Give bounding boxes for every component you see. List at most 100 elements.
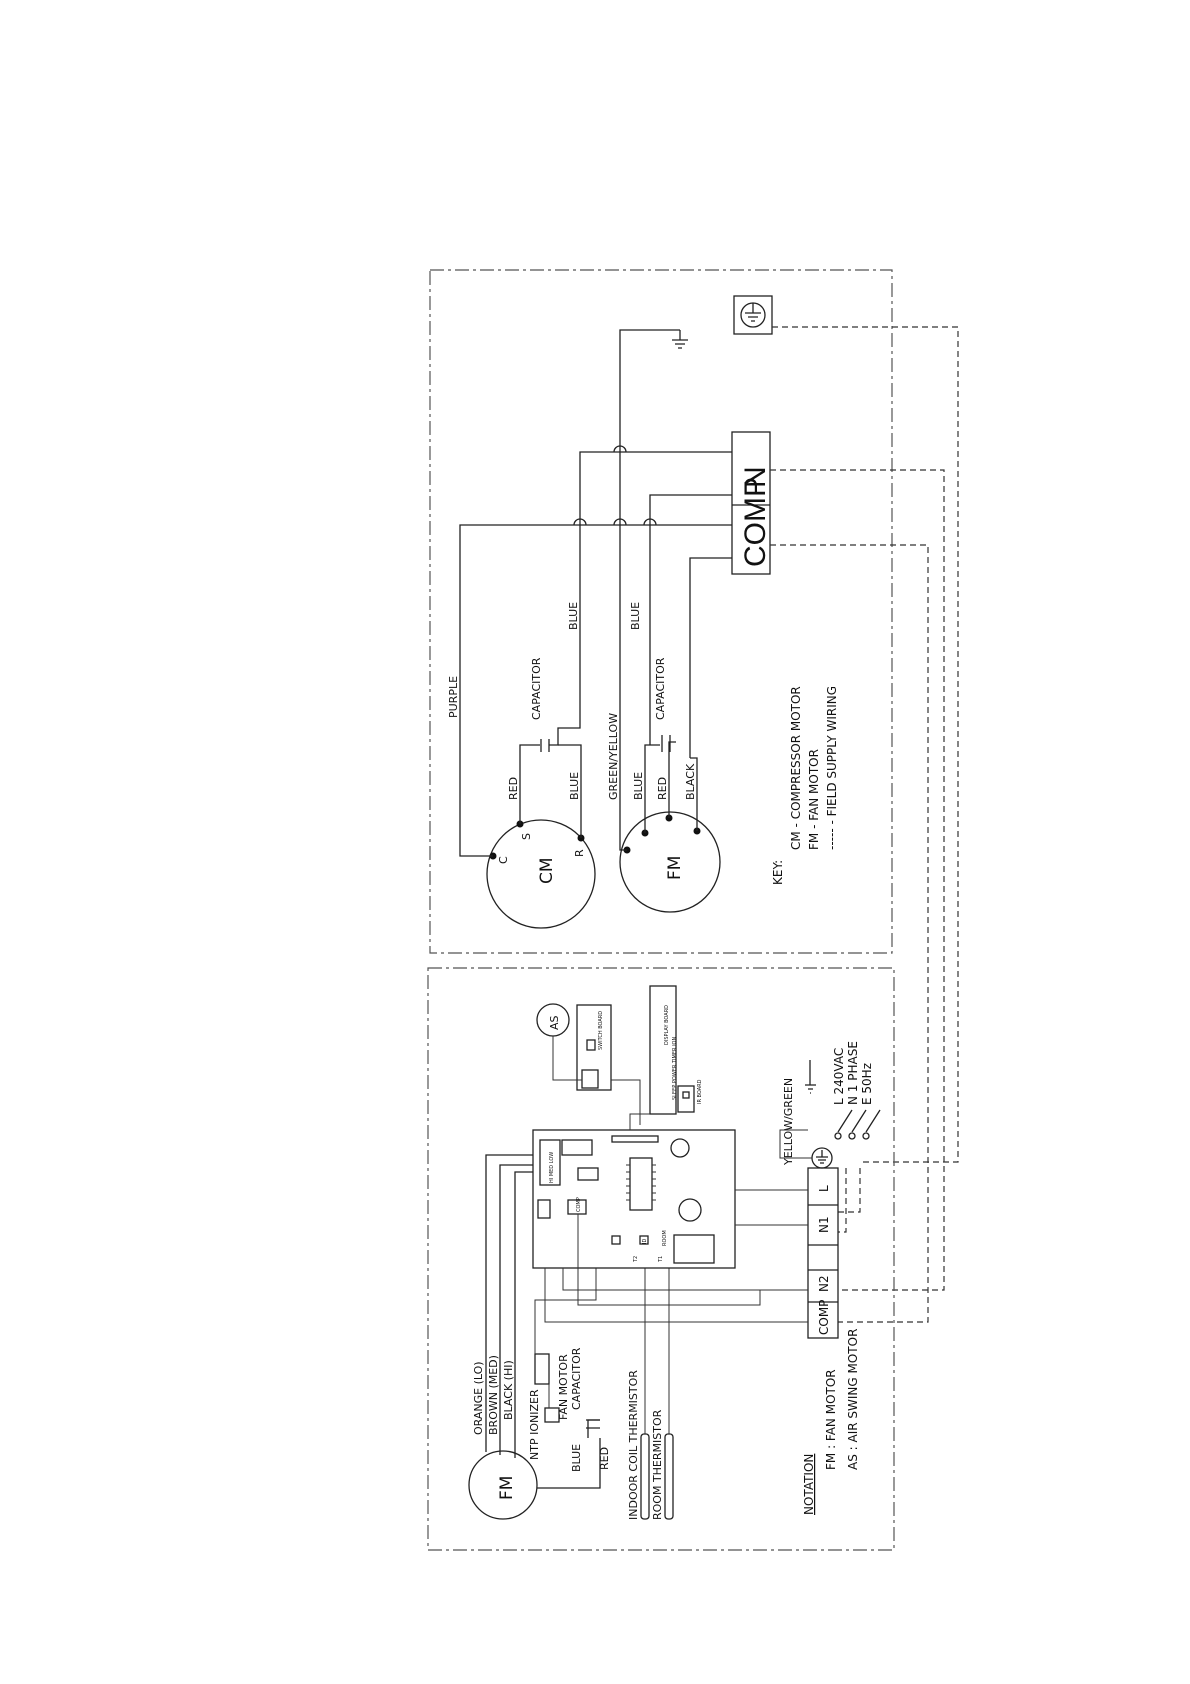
field-wire-l: [808, 1168, 861, 1213]
brown-med-label: BROWN (MED): [487, 1355, 500, 1435]
indoor-unit-boundary: [427, 967, 895, 1551]
fm-blue-wire: [644, 744, 660, 833]
fan-capacitor-blue: [587, 1419, 600, 1438]
outdoor-earth-terminal: [733, 295, 773, 335]
yellow-green-wire: [779, 1129, 812, 1159]
pcb-t2-label: T2: [633, 1256, 639, 1263]
display-board: [649, 985, 677, 1115]
indoor-blue-label: BLUE: [570, 1444, 583, 1472]
pcb-t1-label: T1: [658, 1256, 664, 1263]
outdoor-terminal-n-label: N: [739, 466, 772, 488]
air-swing-motor-label: AS: [548, 1015, 561, 1030]
wire-crossovers: [573, 445, 657, 526]
supply-ground-icon: [805, 1060, 816, 1094]
outdoor-unit: CM C S R FM PURPLE RED BLUE CAPACITOR BL…: [429, 269, 893, 954]
cm-blue-wire: [558, 744, 582, 838]
green-yellow-wire: [619, 329, 680, 851]
fan-speeds-label: HI MED LOW: [549, 1152, 555, 1183]
key-line-1: CM - COMPRESSOR MOTOR: [789, 686, 803, 850]
comp-relay-wire: [577, 1214, 761, 1306]
fm-capacitor: [661, 735, 671, 752]
fm-black-label: BLACK: [684, 763, 697, 800]
key-title: KEY:: [771, 860, 785, 885]
outdoor-terminal-block: [731, 431, 771, 575]
outdoor-terminal-comp-label: COMP: [739, 477, 772, 567]
ntp-ionizer-label: NTP IONIZER: [528, 1389, 541, 1460]
notation-title: NOTATION: [802, 1454, 816, 1515]
fan-motor-symbol: [619, 811, 721, 913]
fan-speed-connector: [539, 1139, 561, 1186]
purple-wire-label: PURPLE: [447, 676, 460, 718]
field-wire-earth: [772, 326, 959, 1163]
cm-capacitor-feed: [549, 451, 732, 746]
key-line-3: ----- - FIELD SUPPLY WIRING: [825, 686, 839, 850]
fm-blue-top-label: BLUE: [629, 602, 642, 630]
ir-board: [677, 1085, 695, 1113]
indoor-fan-motor-symbol: [468, 1450, 538, 1520]
fm-black-feed: [689, 557, 732, 758]
green-yellow-label: GREEN/YELLOW: [607, 713, 620, 800]
terminal-c-label: C: [497, 856, 510, 864]
cm-capacitor-label: CAPACITOR: [530, 657, 543, 720]
room-thermistor-label: ROOM THERMISTOR: [651, 1409, 664, 1520]
transformer: [673, 1234, 715, 1264]
compressor-motor-label: CM: [537, 857, 557, 884]
supply-line-3: E 50Hz: [860, 1063, 874, 1105]
pcb-room-label: ROOM: [662, 1230, 668, 1246]
fan-motor-label: FM: [665, 856, 685, 880]
fm-red-label: RED: [656, 777, 669, 800]
comp-relay: [567, 1199, 587, 1215]
indoor-fan-motor-label: FM: [497, 1476, 517, 1500]
indoor-terminal-l-label: L: [817, 1185, 831, 1192]
cm-red-wire: [519, 744, 540, 824]
orange-wire: [485, 1154, 540, 1452]
field-wire-n: [770, 469, 945, 1291]
black-hi-label: BLACK (HI): [502, 1360, 515, 1420]
fm-blue-feed: [649, 494, 732, 745]
ntp-ionizer-box: [534, 1353, 550, 1385]
comp-relay-label: COMP: [576, 1197, 582, 1212]
notation-line-1: FM : FAN MOTOR: [824, 1369, 838, 1470]
pcb-id-label: ID: [642, 1239, 648, 1244]
ntp-ionizer-part: [544, 1407, 560, 1423]
pcb-n2-wire: [562, 1268, 808, 1291]
orange-lo-label: ORANGE (LO): [472, 1361, 485, 1435]
fm-red-wire: [668, 741, 676, 818]
ir-board-label: IR BOARD: [697, 1079, 703, 1104]
cm-blue-top-label: BLUE: [567, 602, 580, 630]
supply-switch-contacts: [837, 1109, 881, 1133]
cm-capacitor: [540, 739, 550, 752]
supply-line-1: L 240VAC: [832, 1048, 846, 1105]
indoor-unit: FM ORANGE (LO) BROWN (MED) BLACK (HI) NT…: [427, 967, 895, 1551]
pcb-comp-wire: [544, 1268, 808, 1323]
yellow-green-label: YELLOW/GREEN: [782, 1078, 795, 1166]
fan-motor-capacitor-label-1: FAN MOTOR: [557, 1354, 570, 1420]
fan-capacitor-loop: [537, 1438, 601, 1489]
key-line-2: FM - FAN MOTOR: [807, 749, 821, 850]
cm-red-wire-label: RED: [507, 777, 520, 800]
cm-blue-wire-label: BLUE: [568, 772, 581, 800]
room-thermistor: [664, 1433, 674, 1520]
brown-wire: [499, 1164, 540, 1455]
terminal-r-label: R: [573, 849, 586, 857]
fm-black-wire: [690, 757, 698, 831]
outdoor-unit-boundary: [429, 269, 893, 954]
fan-motor-capacitor-symbol: [586, 1419, 600, 1429]
notation-line-2: AS : AIR SWING MOTOR: [846, 1329, 860, 1470]
notation-legend: NOTATION FM : FAN MOTOR AS : AIR SWING M…: [802, 1329, 860, 1515]
indoor-coil-thermistor: [640, 1433, 650, 1520]
indoor-terminal-n1-label: N1: [817, 1216, 831, 1233]
purple-wire: [459, 524, 732, 857]
terminal-s-label: S: [520, 833, 533, 840]
compressor-motor-symbol: [486, 819, 596, 929]
display-board-label: DISPLAY BOARD: [664, 1005, 670, 1045]
indoor-coil-thermistor-label: INDOOR COIL THERMISTOR: [627, 1370, 640, 1520]
earth-terminal-icon: [745, 303, 761, 322]
indoor-red-label: RED: [598, 1447, 611, 1470]
fan-motor-capacitor-label-2: CAPACITOR: [570, 1347, 583, 1410]
fm-capacitor-label: CAPACITOR: [654, 657, 667, 720]
ground-icon: [672, 339, 688, 349]
indoor-terminal-comp-label: COMP: [817, 1300, 831, 1335]
fm-blue-label: BLUE: [632, 772, 645, 800]
